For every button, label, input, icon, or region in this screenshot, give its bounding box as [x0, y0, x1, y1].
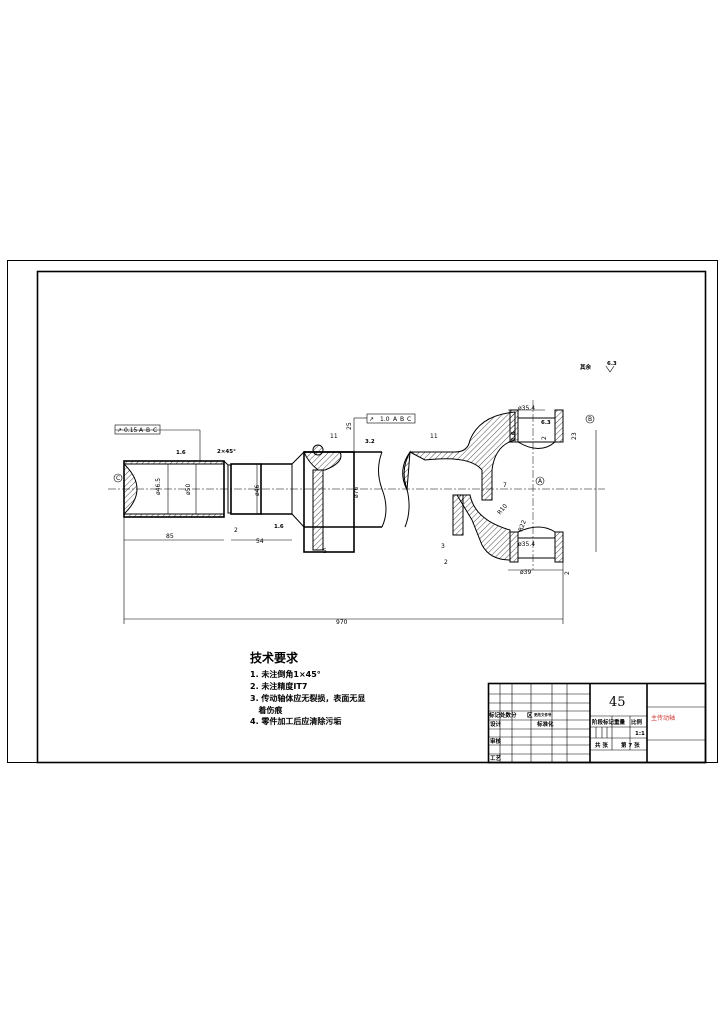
inner-frame — [36, 270, 707, 764]
svg-text:C: C — [116, 475, 120, 482]
svg-text:技术要求: 技术要求 — [250, 650, 299, 665]
svg-text:1.6: 1.6 — [511, 431, 517, 441]
svg-text:1:1: 1:1 — [635, 731, 645, 737]
tolerance-frame-1: ↗ 0.15 A B C — [114, 424, 161, 435]
yoke — [409, 400, 564, 570]
tube-section — [303, 444, 411, 553]
svg-text:标记处数分: 标记处数分 — [488, 711, 517, 719]
svg-text:第 7 张: 第 7 张 — [621, 741, 640, 749]
svg-text:B: B — [400, 416, 404, 423]
dimension-lines — [115, 409, 597, 624]
svg-text:3.2: 3.2 — [365, 439, 375, 445]
datum-markers: C A B — [113, 414, 595, 486]
title-block: 标记处数分 区 更改文件号 设计 标准化 审核 工艺 45 阶段标记 重量 比例… — [487, 682, 707, 764]
svg-text:6.3: 6.3 — [607, 361, 617, 367]
svg-text:ø35.4: ø35.4 — [518, 405, 535, 412]
svg-text:4. 零件加工后应清除污垢: 4. 零件加工后应清除污垢 — [250, 716, 341, 726]
svg-text:2. 未注精度IT7: 2. 未注精度IT7 — [250, 681, 307, 691]
svg-text:更改文件号: 更改文件号 — [534, 712, 552, 717]
svg-text:重量: 重量 — [614, 718, 626, 726]
svg-text:A: A — [139, 427, 144, 434]
svg-text:着伤痕: 着伤痕 — [250, 705, 283, 715]
svg-text:11: 11 — [330, 433, 338, 440]
left-tube-end — [123, 450, 305, 529]
svg-text:1.6: 1.6 — [176, 450, 186, 456]
svg-text:ø76: ø76 — [353, 487, 360, 498]
svg-text:B: B — [588, 416, 592, 423]
svg-text:阶段标记: 阶段标记 — [592, 718, 615, 726]
svg-text:C: C — [407, 416, 411, 423]
svg-text:0.15: 0.15 — [124, 427, 138, 434]
svg-text:2×45°: 2×45° — [217, 449, 236, 455]
svg-text:23: 23 — [571, 432, 578, 440]
svg-text:A: A — [393, 416, 398, 423]
svg-text:工艺: 工艺 — [490, 754, 502, 762]
svg-text:6.3: 6.3 — [541, 420, 551, 426]
technical-requirements: 技术要求 1. 未注倒角1×45° 2. 未注精度IT7 3. 传动轴体应无裂损… — [250, 650, 365, 726]
svg-text:3: 3 — [441, 543, 445, 550]
svg-text:25: 25 — [346, 422, 353, 430]
svg-text:R10: R10 — [496, 503, 509, 517]
svg-text:ø35.4: ø35.4 — [518, 541, 535, 548]
svg-text:1.0: 1.0 — [380, 416, 390, 423]
svg-text:设计: 设计 — [490, 720, 502, 728]
svg-text:2: 2 — [564, 571, 571, 575]
svg-text:1. 未注倒角1×45°: 1. 未注倒角1×45° — [250, 669, 321, 679]
svg-text:R22: R22 — [517, 519, 528, 533]
outer-border — [7, 260, 718, 763]
svg-text:共 张: 共 张 — [595, 741, 608, 749]
svg-text:970: 970 — [336, 619, 348, 626]
svg-text:比例: 比例 — [631, 718, 643, 726]
svg-text:ø46.5: ø46.5 — [155, 478, 162, 495]
svg-text:其余: 其余 — [580, 363, 592, 371]
svg-text:B: B — [146, 427, 150, 434]
svg-text:2: 2 — [234, 527, 238, 534]
svg-text:11: 11 — [430, 433, 438, 440]
svg-text:7: 7 — [503, 482, 507, 489]
svg-text:2: 2 — [541, 436, 548, 440]
svg-text:54: 54 — [256, 538, 264, 545]
svg-text:3. 传动轴体应无裂损，表面无显: 3. 传动轴体应无裂损，表面无显 — [250, 693, 365, 703]
svg-text:85: 85 — [166, 533, 174, 540]
svg-text:A: A — [538, 478, 543, 485]
svg-text:C: C — [153, 427, 157, 434]
runout-icon: ↗ — [369, 416, 374, 423]
tolerance-frame-2: ↗ 1.0 A B C — [366, 413, 416, 424]
svg-text:2: 2 — [444, 559, 448, 566]
svg-text:1.6: 1.6 — [274, 524, 284, 530]
svg-text:审核: 审核 — [490, 737, 502, 745]
part-name: 主传动轴 — [651, 714, 675, 722]
svg-text:ø39: ø39 — [520, 569, 531, 576]
svg-text:ø50: ø50 — [185, 484, 192, 495]
material: 45 — [609, 695, 626, 710]
runout-icon: ↗ — [117, 427, 122, 434]
svg-text:5: 5 — [323, 548, 327, 555]
svg-text:标准化: 标准化 — [536, 720, 554, 728]
roughness-note: 其余 6.3 — [580, 361, 617, 373]
svg-text:区: 区 — [527, 711, 533, 719]
dimension-texts: ø46.5 ø50 ø46 ø76 2×45° 85 54 2 5 25 7 R… — [155, 405, 578, 626]
svg-text:ø46: ø46 — [254, 485, 261, 496]
